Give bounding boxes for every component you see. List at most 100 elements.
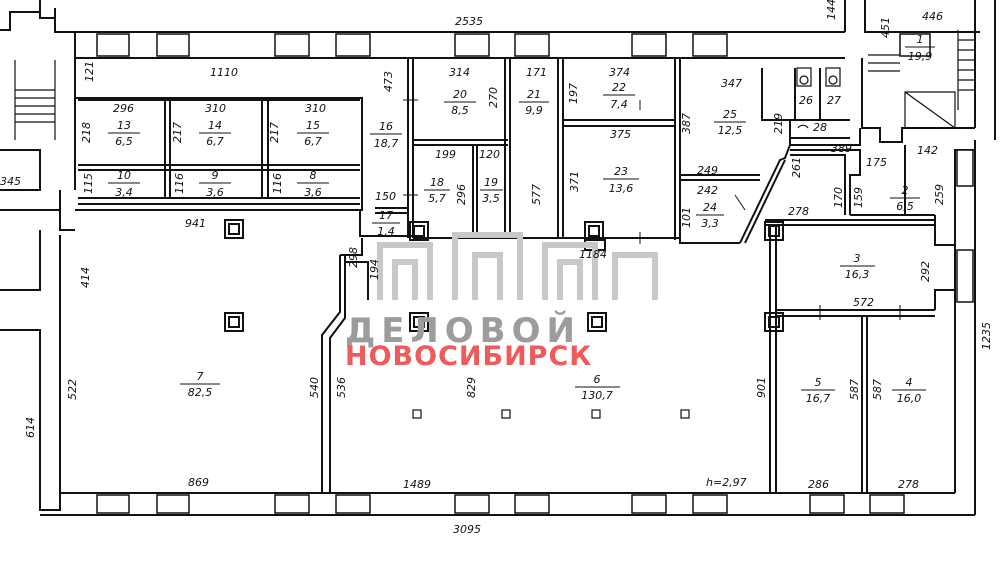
dimension-label: 587	[848, 379, 861, 400]
room-area: 16,3	[845, 268, 870, 281]
room-area: 8,5	[451, 104, 469, 117]
room-5: 516,7	[801, 376, 835, 405]
room-area: 6,7	[206, 135, 224, 148]
room-number: 20	[453, 88, 467, 101]
dimension-label: 286	[808, 478, 829, 491]
room-number: 9	[212, 169, 219, 182]
room-area: 82,5	[188, 386, 213, 399]
dimension-label: 217	[268, 122, 281, 143]
room-number: 4	[906, 376, 913, 389]
room-number: 28	[813, 121, 827, 134]
room-10: 103,4	[108, 169, 140, 199]
dimension-label: 219	[772, 113, 785, 134]
dimension-label: 522	[66, 379, 79, 400]
room-area: 6,5	[896, 200, 914, 213]
dimension-label: 1235	[980, 322, 993, 350]
dimension-label: 259	[933, 184, 946, 205]
dimension-label: 941	[185, 217, 206, 230]
room-24: 243,3	[696, 201, 724, 230]
dimension-label: 292	[919, 261, 932, 282]
dimension-label: 345	[0, 175, 21, 188]
room-number: 13	[117, 119, 131, 132]
watermark: ДЕЛОВОЙ НОВОСИБИРСК	[345, 232, 658, 372]
dimension-label: 199	[435, 148, 456, 161]
room-2: 26,5	[890, 184, 920, 213]
dimension-label: h=2,97	[706, 476, 747, 489]
dimension-label: 829	[465, 377, 478, 398]
dimension-label: 1489	[403, 478, 431, 491]
room-number: 5	[815, 376, 822, 389]
room-area: 3,4	[115, 186, 133, 199]
dimension-label: 296	[113, 102, 134, 115]
room-area: 19,9	[908, 50, 933, 63]
room-area: 3,5	[482, 192, 500, 205]
room-number: 27	[827, 94, 841, 107]
room-27: 27	[827, 94, 841, 107]
dimension-label: 101	[680, 207, 693, 228]
dimension-label: 314	[449, 66, 470, 79]
room-area: 1,4	[377, 225, 395, 238]
dimension-label: 144	[825, 0, 838, 20]
room-number: 24	[703, 201, 717, 214]
room-area: 130,7	[581, 389, 613, 402]
windows	[96, 33, 974, 514]
dimension-label: 572	[853, 296, 874, 309]
dimension-label: 451	[879, 17, 892, 38]
room-17: 171,4	[372, 209, 400, 238]
dimension-label: 2535	[455, 15, 483, 28]
room-area: 9,9	[525, 104, 543, 117]
room-number: 26	[799, 94, 813, 107]
dimension-label: 371	[568, 171, 581, 192]
dimension-label: 869	[188, 476, 209, 489]
dimension-label: 194	[368, 259, 381, 280]
dimension-label: 249	[697, 164, 718, 177]
toilet-fixtures	[796, 67, 841, 129]
room-number: 10	[117, 169, 131, 182]
room-area: 3,3	[701, 217, 719, 230]
room-area: 3,6	[304, 186, 322, 199]
dimension-label: 120	[479, 148, 500, 161]
room-7: 782,5	[180, 370, 220, 399]
room-13: 136,5	[108, 119, 140, 148]
dimension-label: 270	[487, 87, 500, 108]
room-9: 93,6	[199, 169, 231, 199]
dimension-label: 278	[898, 478, 919, 491]
dimension-label: 116	[271, 173, 284, 194]
room-number: 1	[917, 33, 924, 46]
dimension-labels: 2535 144 446 451 121 1110 473 314 171 37…	[0, 0, 993, 536]
room-number: 7	[197, 370, 204, 383]
room-area: 13,6	[609, 182, 634, 195]
room-4: 416,0	[892, 376, 926, 405]
dimension-label: 150	[375, 190, 396, 203]
walls	[0, 0, 996, 516]
columns	[224, 219, 784, 419]
room-number: 15	[306, 119, 320, 132]
staircase-left	[14, 60, 56, 140]
dimension-label: 901	[755, 377, 768, 398]
dimension-label: 116	[173, 173, 186, 194]
room-26: 26	[799, 94, 813, 107]
room-area: 6,5	[115, 135, 133, 148]
room-8: 83,6	[297, 169, 329, 199]
dimension-label: 115	[82, 173, 95, 194]
dimension-label: 170	[832, 187, 845, 208]
watermark-logo	[377, 232, 658, 300]
dimension-label: 159	[852, 187, 865, 208]
room-14: 146,7	[199, 119, 231, 148]
room-area: 18,7	[374, 137, 399, 150]
room-number: 17	[379, 209, 393, 222]
dimension-label: 298	[347, 247, 360, 268]
dimension-label: 296	[455, 184, 468, 205]
dimension-label: 242	[697, 184, 718, 197]
room-number: 2	[902, 184, 909, 197]
dimension-label: 614	[24, 417, 37, 438]
room-number: 18	[430, 176, 444, 189]
dimension-label: 218	[80, 122, 93, 143]
room-22: 227,4	[603, 81, 635, 111]
room-number: 22	[612, 81, 626, 94]
dimension-label: 278	[788, 205, 809, 218]
room-area: 16,0	[897, 392, 922, 405]
